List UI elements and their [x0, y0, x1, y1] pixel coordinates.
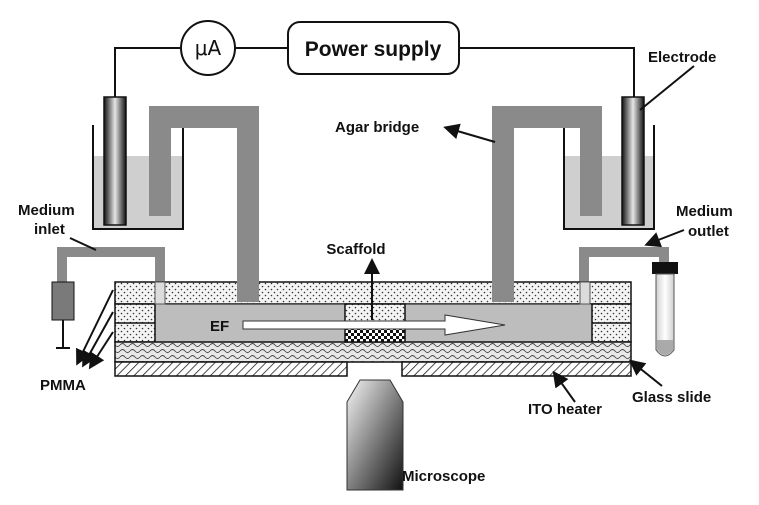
agar-bridge-pointer	[443, 123, 496, 143]
ito-heater-label: ITO heater	[528, 401, 602, 418]
left-electrode	[103, 96, 127, 226]
ito-heater-left	[114, 361, 348, 377]
left-agar-bridge	[149, 106, 259, 302]
ef-arrow	[242, 314, 506, 336]
right-wire	[459, 47, 635, 97]
glass-slide-label: Glass slide	[632, 389, 711, 406]
ammeter-label: μA	[195, 36, 222, 60]
medium-outlet-pointer	[644, 229, 685, 248]
medium-inlet-pointer	[69, 237, 97, 251]
ito-heater-pointer	[552, 370, 576, 403]
ammeter-symbol	[180, 20, 236, 76]
outlet-port	[579, 281, 591, 305]
left-wire	[114, 47, 180, 97]
ito-heater-right	[401, 361, 632, 377]
medium-inlet-label-line1: Medium	[18, 202, 75, 219]
collection-tube-liquid	[657, 340, 673, 355]
left-reservoir-beaker	[92, 125, 184, 230]
medium-outlet-label-line1: Medium	[676, 203, 733, 220]
right-agar-bridge	[492, 106, 602, 302]
syringe-body	[51, 281, 75, 321]
power-supply-label: Power supply	[305, 38, 442, 61]
inlet-port	[154, 281, 166, 305]
agar-bridge-label: Agar bridge	[335, 119, 419, 136]
ef-label: EF	[210, 318, 229, 335]
glass-slide-pointer	[628, 359, 663, 387]
medium-outlet-tube	[579, 247, 669, 282]
right-electrode	[621, 96, 645, 226]
microscope-label: Microscope	[402, 468, 485, 485]
microscope-objective	[346, 379, 404, 491]
medium-inlet-label-line2: inlet	[34, 221, 65, 238]
pmma-label: PMMA	[40, 377, 86, 394]
electrode-label: Electrode	[648, 49, 716, 66]
medium-outlet-label-line2: outlet	[688, 223, 729, 240]
electrode-pointer	[639, 65, 695, 111]
collection-tube-cap	[652, 262, 678, 274]
pmma-pointers	[76, 289, 114, 370]
scaffold-label: Scaffold	[326, 241, 385, 258]
power-supply-box	[287, 21, 460, 75]
collection-tube	[655, 273, 675, 357]
right-reservoir-beaker	[563, 125, 655, 230]
glass-slide	[114, 341, 632, 363]
medium-inlet-tube	[57, 247, 165, 282]
